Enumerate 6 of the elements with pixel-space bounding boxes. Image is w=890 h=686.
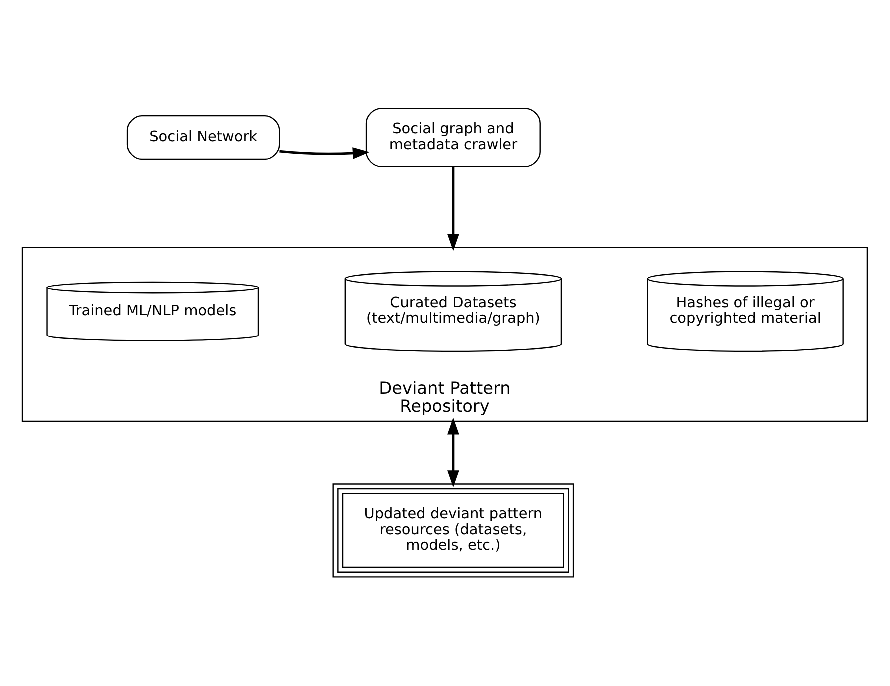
arrow [448, 166, 460, 252]
arrow [280, 148, 370, 160]
arrow [448, 418, 460, 488]
node-box: Social Network [126, 115, 280, 160]
node-box: Social graph and metadata crawler [366, 108, 541, 168]
node-box: Updated deviant pattern resources (datasets, models, etc.) [332, 484, 574, 578]
